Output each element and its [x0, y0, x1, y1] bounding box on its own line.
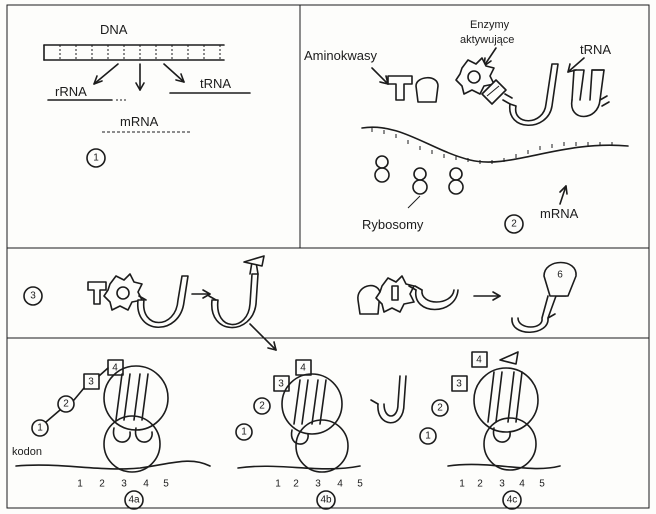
- svg-text:2: 2: [99, 479, 105, 490]
- svg-text:1: 1: [241, 427, 247, 438]
- aminokwasy-label: Aminokwasy: [304, 48, 377, 63]
- aktywujace-label: aktywujące: [460, 34, 514, 46]
- amino-acid-round: [416, 78, 438, 102]
- stage-4b-label: 4b: [320, 495, 332, 506]
- svg-text:1: 1: [275, 479, 281, 490]
- translation-stage-4b: 1 2 3 4 1 2 3 4 5 4b: [236, 360, 406, 509]
- svg-text:4: 4: [112, 363, 118, 374]
- mrna-label-2: mRNA: [540, 206, 579, 221]
- svg-text:2: 2: [477, 479, 483, 490]
- panel-1-transcription: DNA rRNA tRNA mRNA 1: [44, 22, 250, 167]
- svg-text:4: 4: [143, 479, 149, 490]
- svg-text:4: 4: [300, 363, 306, 374]
- panel-3-number: 3: [30, 291, 36, 302]
- svg-text:3: 3: [278, 379, 284, 390]
- enzyme-icon-3: [104, 274, 142, 310]
- trna-molecule-a: [510, 64, 558, 125]
- svg-text:3: 3: [315, 479, 321, 490]
- amino-acid-6-label: 6: [557, 270, 563, 281]
- svg-text:1: 1: [459, 479, 465, 490]
- rybosomy-label: Rybosomy: [362, 217, 424, 232]
- svg-text:5: 5: [539, 479, 545, 490]
- svg-text:2: 2: [63, 399, 69, 410]
- svg-text:1: 1: [77, 479, 83, 490]
- dna-double-strand: [44, 45, 224, 60]
- svg-text:1: 1: [37, 423, 43, 434]
- svg-text:2: 2: [293, 479, 299, 490]
- enzyme-capsule-3: [376, 276, 414, 312]
- enzymy-label: Enzymy: [470, 19, 510, 31]
- translation-stage-4a: 1 2 3 4 1 2 3 4 5 4a: [16, 360, 210, 509]
- trna-3d-charged: [512, 296, 566, 332]
- trna-label-2: tRNA: [580, 42, 611, 57]
- panel-2-number: 2: [511, 219, 517, 230]
- ribosome-icons: [375, 156, 463, 194]
- amino-acid-t-shape: [388, 76, 412, 100]
- svg-text:5: 5: [357, 479, 363, 490]
- svg-text:1: 1: [425, 431, 431, 442]
- transcription-arrows: [94, 64, 184, 90]
- panel-1-number: 1: [93, 153, 99, 164]
- svg-text:3: 3: [499, 479, 505, 490]
- rrna-label: rRNA: [55, 84, 87, 99]
- panel-2-components: Aminokwasy Enzymy aktywujące tRNA mRNA R…: [304, 19, 628, 233]
- dna-label: DNA: [100, 22, 128, 37]
- panel-4-translation: kodon 1 2 3 4 1 2 3 4 5 4a: [12, 352, 560, 509]
- mrna-label: mRNA: [120, 114, 159, 129]
- svg-text:3: 3: [121, 479, 127, 490]
- kodon-label: kodon: [12, 446, 42, 458]
- panel-3-activation: 3 6: [24, 256, 576, 350]
- stage-4c-label: 4c: [507, 495, 518, 506]
- svg-text:2: 2: [437, 403, 443, 414]
- svg-text:3: 3: [88, 377, 94, 388]
- svg-text:3: 3: [456, 379, 462, 390]
- svg-text:4: 4: [519, 479, 525, 490]
- svg-text:4: 4: [337, 479, 343, 490]
- trna-label: tRNA: [200, 76, 231, 91]
- trna-3b-charged: [212, 274, 258, 328]
- stage-4a-label: 4a: [128, 495, 140, 506]
- translation-stage-4c: 1 2 3 4 1 2 3 4 5 4c: [420, 352, 560, 509]
- svg-text:5: 5: [163, 479, 169, 490]
- svg-text:4: 4: [476, 355, 482, 366]
- amino-acid-t-shape-3: [88, 282, 106, 304]
- trna-3a: [138, 276, 188, 327]
- trna-molecule-b: [572, 70, 604, 117]
- svg-text:2: 2: [259, 401, 265, 412]
